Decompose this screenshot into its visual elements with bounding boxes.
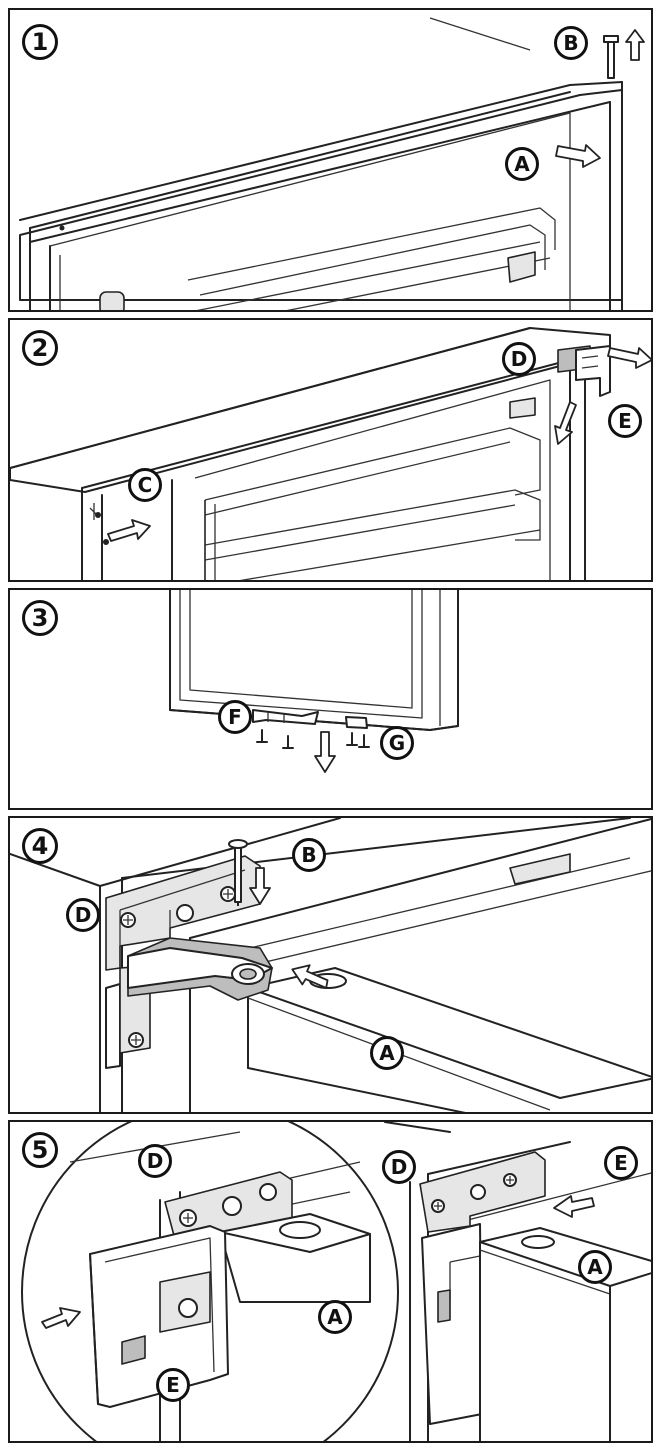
step-5-illustration xyxy=(21,1122,651,1441)
callout-e-left: E xyxy=(156,1368,190,1402)
step-5-number: 5 xyxy=(22,1132,58,1168)
callout-g: G xyxy=(380,726,414,760)
callout-a-left: A xyxy=(318,1300,352,1334)
callout-a-right: A xyxy=(578,1250,612,1284)
callout-e-right: E xyxy=(604,1146,638,1180)
callout-d-left: D xyxy=(138,1144,172,1178)
callout-b: B xyxy=(554,26,588,60)
callout-a: A xyxy=(370,1036,404,1070)
step-5-panel: 5 D A E D E A xyxy=(8,1120,653,1443)
callout-a: A xyxy=(505,147,539,181)
step-3-panel: 3 F G xyxy=(8,588,653,810)
callout-d-right: D xyxy=(382,1150,416,1184)
callout-c: C xyxy=(128,468,162,502)
step-4-panel: 4 B D A xyxy=(8,816,653,1114)
callout-d: D xyxy=(66,898,100,932)
step-4-number: 4 xyxy=(22,828,58,864)
step-2-illustration xyxy=(10,327,651,580)
step-1-illustration xyxy=(19,17,645,310)
step-3-illustration xyxy=(169,590,459,773)
callout-f: F xyxy=(218,700,252,734)
step-1-panel: 1 B A xyxy=(8,8,653,312)
callout-d: D xyxy=(502,342,536,376)
step-2-panel: 2 C D E xyxy=(8,318,653,582)
step-2-number: 2 xyxy=(22,330,58,366)
step-1-number: 1 xyxy=(22,24,58,60)
step-3-number: 3 xyxy=(22,600,58,636)
callout-e: E xyxy=(608,404,642,438)
step-4-illustration xyxy=(10,818,651,1112)
callout-b: B xyxy=(292,838,326,872)
